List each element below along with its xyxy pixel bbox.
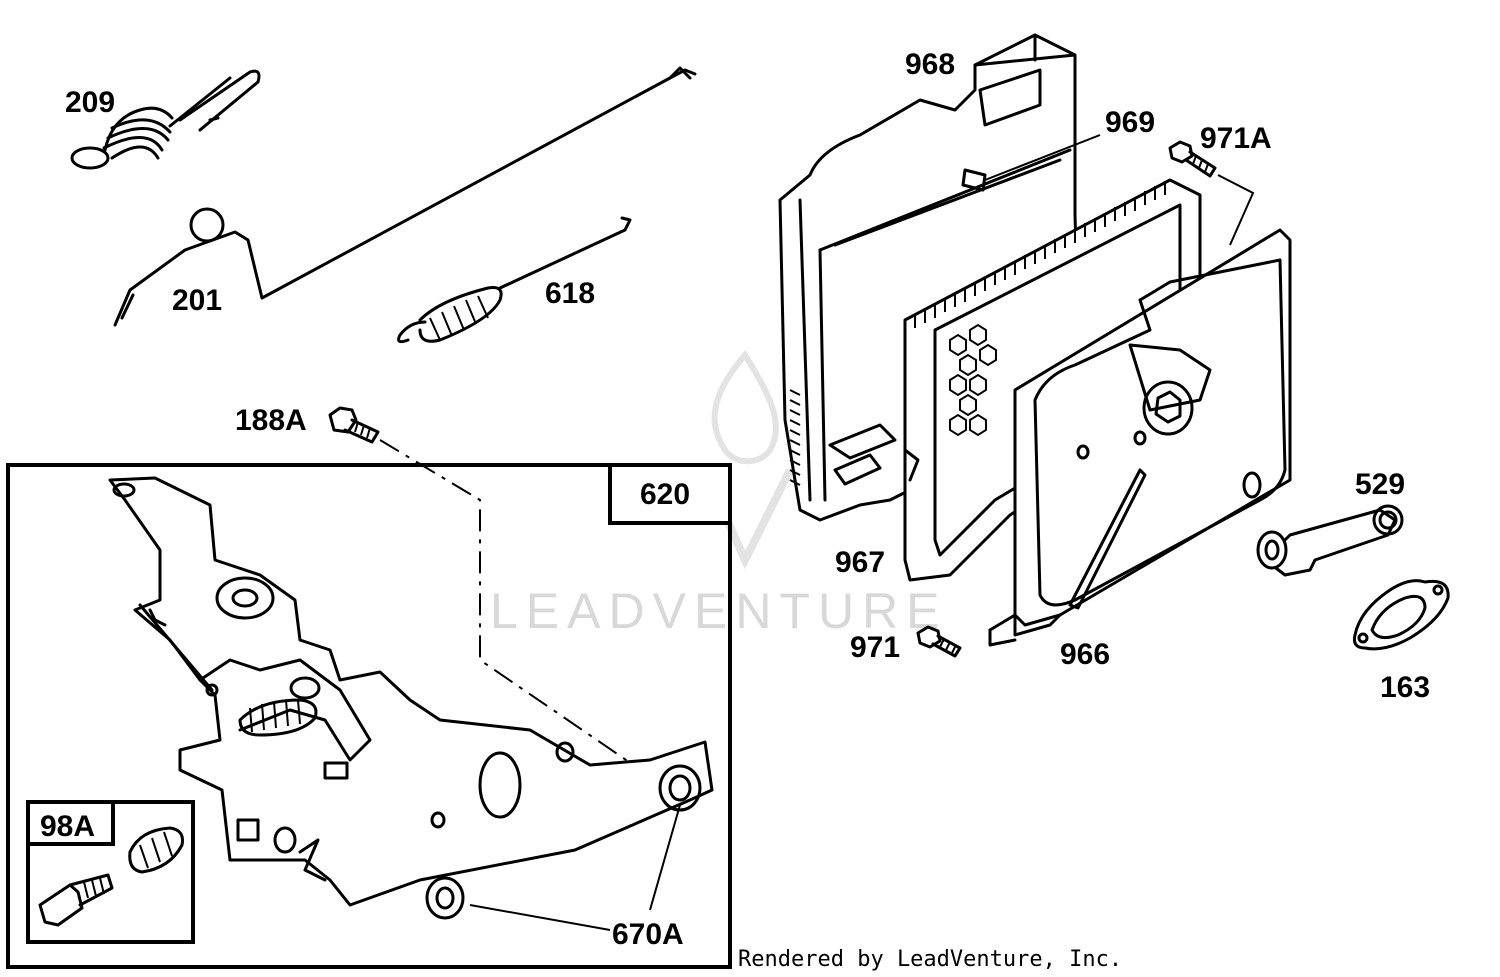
label-971a: 971A [1200, 122, 1272, 155]
part-529-breather-tube [1256, 504, 1404, 577]
label-968: 968 [905, 48, 955, 81]
part-188a-bolt [328, 406, 671, 791]
part-618-extension-spring [397, 216, 632, 344]
footer-credit: Rendered by LeadVenture, Inc. [738, 947, 1122, 972]
label-969: 969 [1105, 106, 1155, 139]
part-98a-box [26, 800, 195, 944]
part-163-gasket [1353, 579, 1450, 651]
part-971a-screw [1168, 140, 1255, 246]
part-620-control-bracket [108, 476, 714, 931]
label-188a: 188A [235, 404, 307, 437]
label-618: 618 [545, 277, 595, 310]
part-201-governor-rod [113, 66, 697, 327]
label-967: 967 [835, 546, 885, 579]
filter-mesh [949, 323, 997, 437]
part-labels: 209 201 618 188A 620 98A 670A 968 969 97… [40, 48, 1430, 951]
label-971: 971 [850, 631, 900, 664]
label-670a: 670A [612, 918, 684, 951]
label-201: 201 [172, 284, 222, 317]
part-966-cover [988, 228, 1292, 647]
label-209: 209 [65, 86, 115, 119]
label-620: 620 [640, 478, 690, 511]
label-529: 529 [1355, 468, 1405, 501]
label-163: 163 [1380, 671, 1430, 704]
part-209-spring-clip [70, 69, 261, 170]
label-98a: 98A [40, 810, 95, 843]
watermark-text: LEADVENTURE [490, 583, 948, 639]
part-620-box [6, 463, 732, 969]
label-966: 966 [1060, 638, 1110, 671]
part-971-screw [916, 625, 962, 658]
